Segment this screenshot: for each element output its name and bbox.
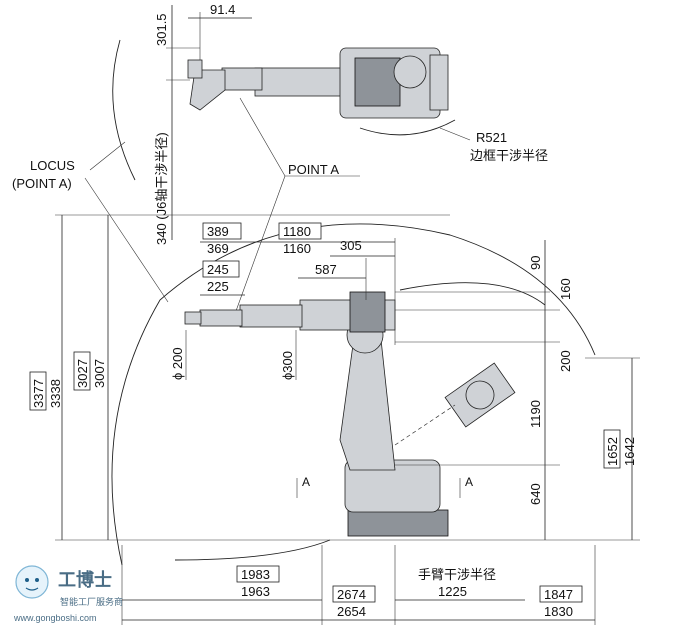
dim-245: 245: [207, 262, 229, 277]
dim-90: 90: [528, 256, 543, 270]
dim-340-text: 340 (J6轴干涉半径): [154, 132, 169, 245]
watermark-tagline: 智能工厂服务商: [60, 596, 123, 607]
phi300-text: ϕ300: [280, 351, 295, 380]
dim-587: 587: [315, 262, 337, 277]
locus-leader-2: [89, 141, 126, 171]
dim-2674: 2674: [337, 587, 366, 602]
dim-1180: 1180: [283, 224, 311, 239]
dim-91-text: 91.4: [210, 2, 235, 17]
dim-389: 389: [207, 224, 229, 239]
robot-alt-pose: [444, 362, 516, 428]
robot-side-view: [184, 291, 516, 537]
point-a-leader-top: [239, 97, 286, 177]
arm-caption: 手臂干涉半径: [418, 567, 496, 582]
point-a-leader-side: [231, 175, 286, 323]
dim-200: 200: [558, 350, 573, 372]
lower-arc: [174, 539, 331, 561]
locus-label: LOCUS: [30, 158, 75, 173]
locus-envelope: [111, 223, 596, 566]
watermark: 工博士 智能工厂服务商 www.gongboshi.com: [13, 565, 123, 623]
dim-1652: 1652: [605, 437, 620, 466]
dim-160: 160: [558, 278, 573, 300]
dim-225: 225: [207, 279, 229, 294]
dim-3377-box: [29, 371, 47, 411]
robot-forearm: [239, 304, 303, 328]
dim-3338: 3338: [48, 379, 63, 408]
robot-top-joint: [393, 55, 427, 89]
phi200-text: ϕ 200: [170, 347, 185, 380]
dim-389-box: [202, 222, 242, 240]
mascot-smile: [25, 587, 39, 591]
dim-1963: 1963: [241, 584, 270, 599]
robot-top-arm: [254, 67, 356, 97]
side-view: A A ϕ 200 ϕ300 389 369 1180 1160 305 587…: [29, 214, 640, 566]
robot-top-wrist: [221, 67, 263, 91]
locus-leader-1: [84, 177, 169, 303]
dim-3007: 3007: [92, 359, 107, 388]
dim-1225: 1225: [438, 584, 467, 599]
r521-arc: [359, 119, 456, 136]
bottom-dims: 1983 1963 2674 2654 手臂干涉半径 1225 1847 183…: [121, 545, 596, 625]
mascot-icon: [15, 565, 49, 599]
dim-3377: 3377: [31, 379, 46, 408]
robot-top-flange: [187, 59, 203, 79]
section-a-right: A: [465, 475, 473, 489]
robot-top-motor: [354, 57, 401, 107]
dim-1830: 1830: [544, 604, 573, 619]
dim-1652-box: [603, 429, 621, 469]
mascot-eye-right: [35, 578, 39, 582]
inner-arc: [399, 282, 546, 306]
top-view: R521 边框干涉半径 91.4 301.5 340 (J6轴干涉半径): [112, 2, 548, 245]
robot-top-view: [187, 47, 449, 119]
dim-3027: 3027: [75, 359, 90, 388]
robot-wrist: [199, 309, 243, 327]
section-a-left: A: [302, 475, 310, 489]
dim-369: 369: [207, 241, 229, 256]
r521-label: R521: [476, 130, 507, 145]
robot-base: [347, 509, 449, 537]
dim-1983: 1983: [241, 567, 270, 582]
dim-305: 305: [340, 238, 362, 253]
dim-3027-box: [73, 351, 91, 391]
mascot-eye-left: [25, 578, 29, 582]
dim-245-box: [202, 260, 240, 278]
point-a-label: POINT A: [288, 162, 339, 177]
r521-caption: 边框干涉半径: [470, 148, 548, 163]
watermark-name: 工博士: [58, 569, 112, 590]
locus-label-sub: (POINT A): [12, 176, 72, 191]
dim-1983-box: [236, 565, 280, 583]
alt-pose-dash: [394, 404, 456, 446]
dim-1847: 1847: [544, 587, 573, 602]
locus-arc-top: [112, 39, 136, 181]
robot-arm-motor: [349, 291, 386, 333]
robot-flange: [184, 311, 202, 325]
dim-1642: 1642: [622, 437, 637, 466]
robot-top-rear: [429, 54, 449, 111]
dim-301-text: 301.5: [154, 13, 169, 46]
dim-640: 640: [528, 483, 543, 505]
dim-1847-box: [539, 585, 583, 603]
dim-2654: 2654: [337, 604, 366, 619]
dim-2674-box: [332, 585, 376, 603]
dim-1180-box: [278, 222, 322, 240]
robot-alt-joint: [465, 380, 495, 410]
robot-top-tool: [189, 69, 226, 111]
dim-1190: 1190: [528, 400, 543, 428]
watermark-url: www.gongboshi.com: [13, 613, 97, 623]
r521-leader: [439, 127, 471, 141]
dim-1160: 1160: [283, 241, 311, 256]
